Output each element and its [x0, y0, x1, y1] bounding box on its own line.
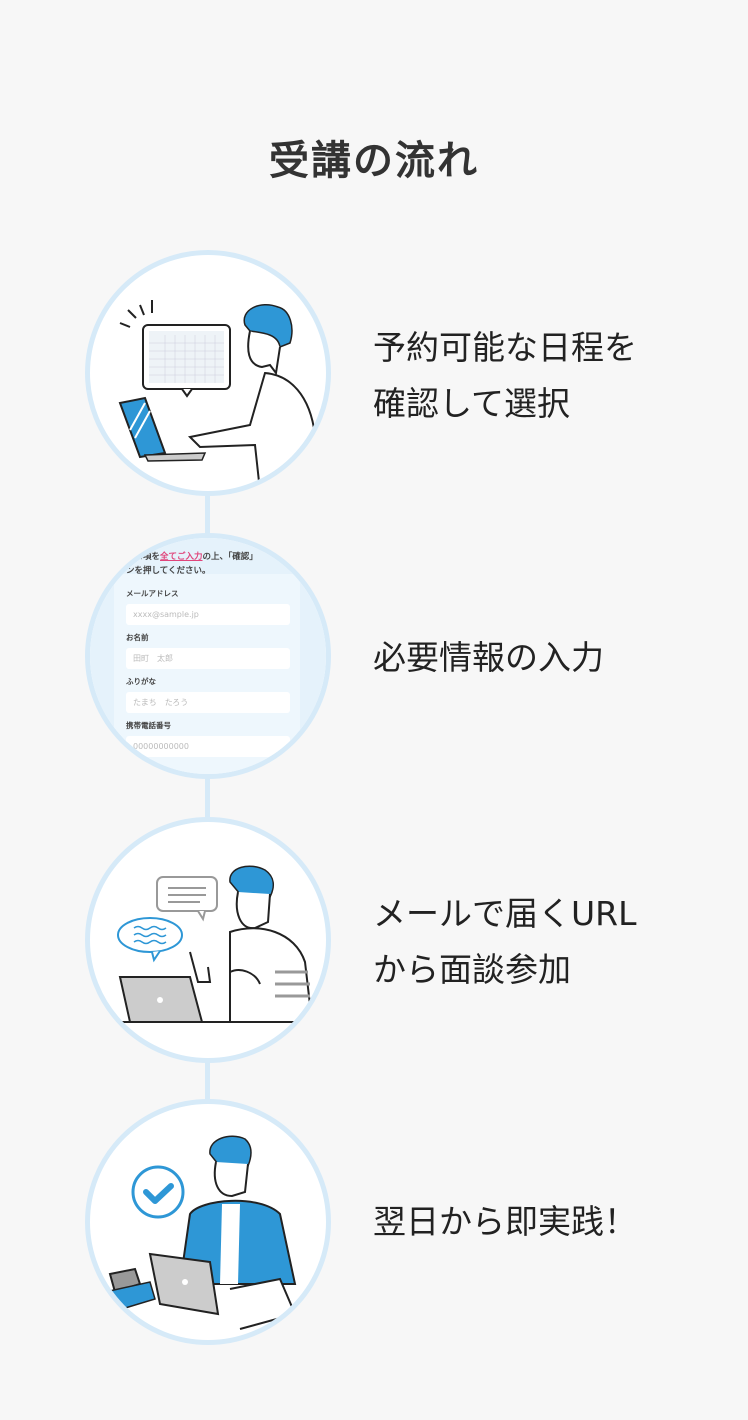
phone-field: 00000000000 — [126, 736, 290, 757]
checkmark-circle-icon — [131, 1165, 185, 1219]
email-label: メールアドレス — [126, 589, 179, 598]
name-field: 田町 太郎 — [126, 648, 290, 669]
step-connector — [205, 495, 210, 537]
man-in-video-meeting-illustration — [117, 865, 314, 1023]
step-connector — [205, 778, 210, 820]
name-label: お名前 — [126, 633, 149, 642]
man-working-illustration — [104, 1135, 297, 1330]
calendar-icon — [149, 331, 224, 383]
step-3-illustration — [85, 817, 331, 1063]
furigana-label: ふりがな — [126, 677, 156, 686]
phone-label: 携帯電話番号 — [126, 721, 171, 730]
step-2-text: 必要情報の入力 — [373, 638, 604, 677]
step-connector — [205, 1062, 210, 1102]
wave-bubble-icon — [117, 917, 183, 963]
page-title: 受講の流れ — [269, 138, 479, 184]
step-2-illustration: 要事項を全てご入力の上、「確認」 ンを押してください。 メールアドレス xxxx… — [85, 533, 331, 779]
step-3-text: メールで届くURL から面談参加 — [373, 894, 637, 989]
speech-bubble-icon — [156, 876, 218, 922]
man-checking-calendar-illustration — [118, 300, 322, 491]
furigana-field: たまち たろう — [126, 692, 290, 713]
form-intro: 要事項を全てご入力の上、「確認」 ンを押してください。 — [126, 552, 258, 576]
email-field: xxxx@sample.jp — [126, 604, 290, 625]
step-4-text: 翌日から即実践！ — [373, 1202, 637, 1241]
step-1-text: 予約可能な日程を 確認して選択 — [373, 328, 637, 423]
step-1-illustration — [85, 250, 331, 496]
step-4-illustration — [85, 1099, 331, 1345]
